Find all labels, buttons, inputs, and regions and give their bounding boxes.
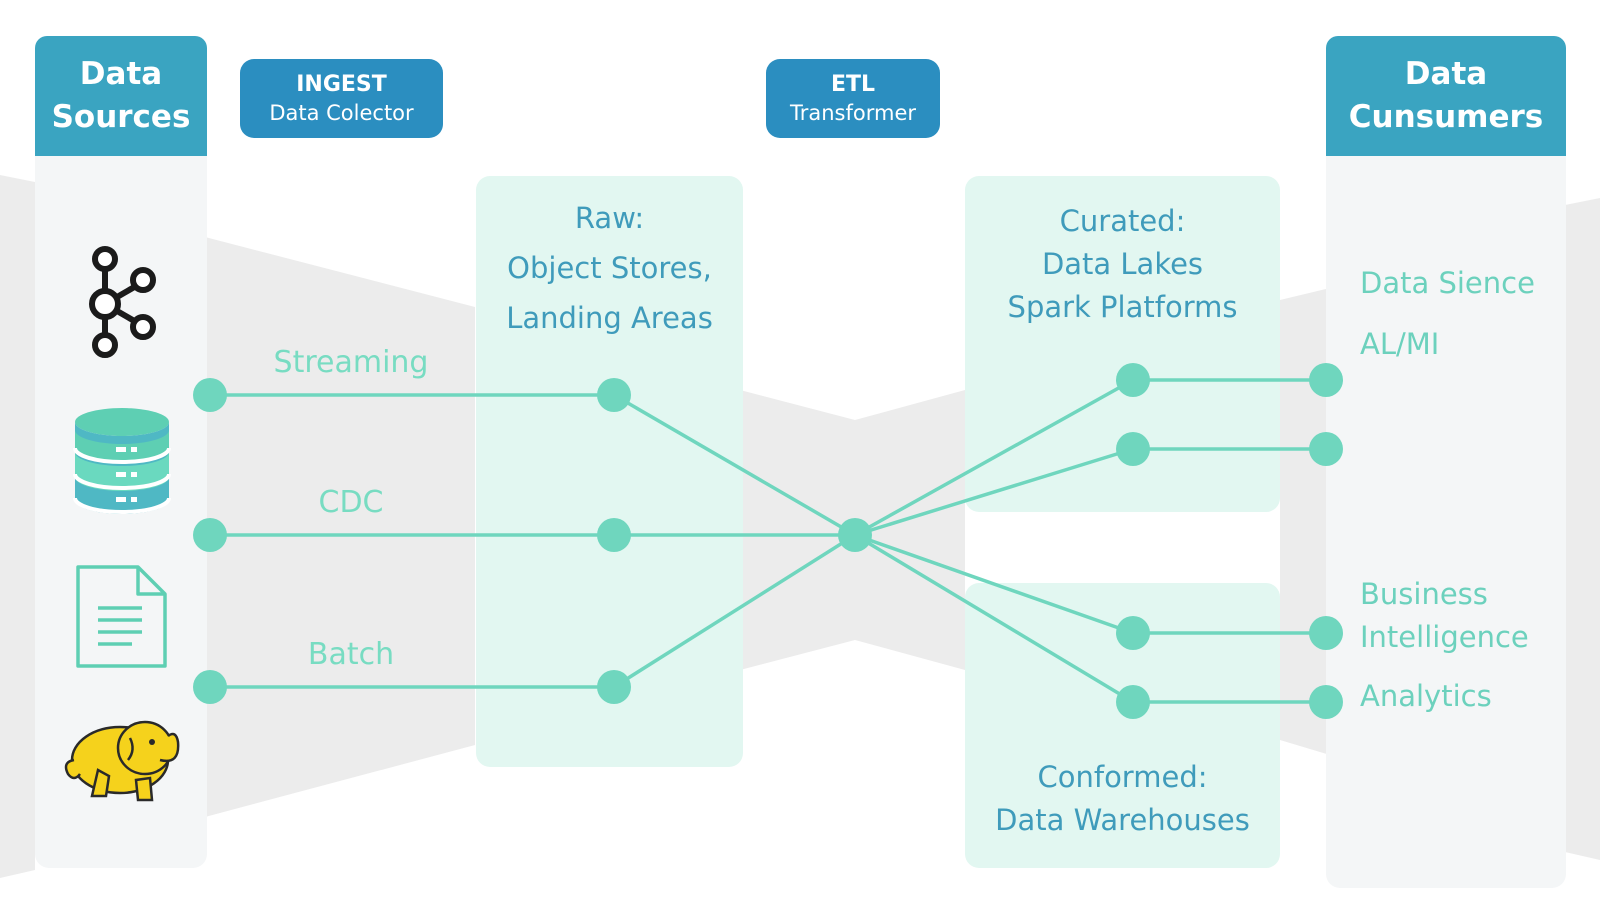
curated-zone-label: Curated: Data Lakes Spark Platforms xyxy=(965,200,1280,329)
streaming-label: Streaming xyxy=(273,345,429,380)
node-consumer-bi xyxy=(1309,616,1343,650)
node-etl-hub xyxy=(838,518,872,552)
cdc-label: CDC xyxy=(318,485,384,520)
curated-zone-title: Curated: xyxy=(1059,204,1186,238)
etl-title: ETL xyxy=(830,71,876,97)
node-raw-cdc xyxy=(597,518,631,552)
conformed-zone-label: Conformed: Data Warehouses xyxy=(965,756,1280,842)
node-conformed-2 xyxy=(1116,685,1150,719)
consumers-panel xyxy=(1326,36,1566,888)
sources-header-line2: Sources xyxy=(51,99,191,135)
ingest-title: INGEST xyxy=(296,71,387,97)
conformed-zone-title: Conformed: xyxy=(1037,760,1208,794)
raw-zone-line3: Landing Areas xyxy=(506,301,713,335)
database-icon xyxy=(73,408,171,514)
consumers-header: Data Cunsumers xyxy=(1326,36,1566,156)
node-conformed-1 xyxy=(1116,616,1150,650)
node-consumer-data-science xyxy=(1309,363,1343,397)
consumers-header-line2: Cunsumers xyxy=(1348,99,1544,135)
ingest-subtitle: Data Colector xyxy=(269,100,414,125)
hadoop-elephant-icon xyxy=(64,720,180,802)
consumer-ai-ml: AL/MI xyxy=(1360,327,1440,361)
ingest-pill: INGEST Data Colector xyxy=(240,59,443,138)
consumer-analytics: Analytics xyxy=(1360,679,1492,713)
raw-zone xyxy=(476,176,743,767)
etl-pill: ETL Transformer xyxy=(766,59,940,138)
curated-zone-line3: Spark Platforms xyxy=(1007,290,1238,324)
raw-zone-line2: Object Stores, xyxy=(507,251,712,285)
conformed-zone-line2: Data Warehouses xyxy=(995,803,1250,837)
node-raw-batch xyxy=(597,670,631,704)
node-streaming-source xyxy=(193,378,227,412)
consumer-bi-line1: Business xyxy=(1360,577,1488,611)
document-icon xyxy=(76,565,167,668)
node-curated-2 xyxy=(1116,432,1150,466)
raw-zone-title: Raw: xyxy=(574,201,645,235)
batch-label: Batch xyxy=(307,637,395,672)
curated-zone-line2: Data Lakes xyxy=(1041,247,1204,281)
consumers-header-line1: Data xyxy=(1404,56,1488,92)
sources-header: Data Sources xyxy=(35,36,207,156)
etl-subtitle: Transformer xyxy=(789,100,916,125)
consumer-business-intelligence: Business Intelligence xyxy=(1360,573,1529,659)
node-consumer-ai-ml xyxy=(1309,432,1343,466)
node-batch-source xyxy=(193,670,227,704)
consumer-data-science: Data Sience xyxy=(1360,266,1535,300)
node-cdc-source xyxy=(193,518,227,552)
kafka-icon xyxy=(89,246,156,358)
raw-zone-label: Raw: Object Stores, Landing Areas xyxy=(476,193,743,343)
consumer-bi-line2: Intelligence xyxy=(1360,620,1529,654)
sources-header-line1: Data xyxy=(79,56,163,92)
node-curated-1 xyxy=(1116,363,1150,397)
node-raw-streaming xyxy=(597,378,631,412)
node-consumer-analytics xyxy=(1309,685,1343,719)
